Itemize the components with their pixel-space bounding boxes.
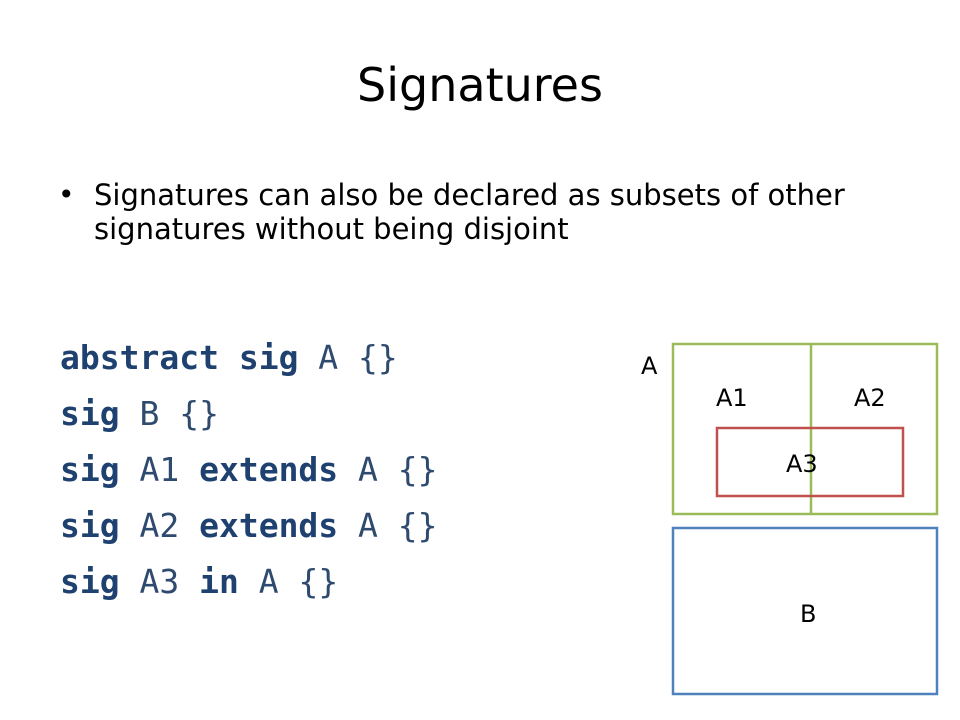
code-keyword: extends bbox=[199, 506, 339, 545]
code-line: abstract sig A {} bbox=[60, 330, 438, 386]
sig-a3-box bbox=[715, 426, 905, 498]
label-b: B bbox=[800, 600, 816, 628]
bullet-item: • Signatures can also be declared as sub… bbox=[58, 178, 908, 246]
bullet-text: Signatures can also be declared as subse… bbox=[94, 178, 845, 246]
code-keyword: in bbox=[199, 562, 239, 601]
code-keyword: sig bbox=[60, 450, 120, 489]
label-a: A bbox=[641, 352, 658, 380]
label-a2: A2 bbox=[854, 384, 886, 412]
sig-b-box bbox=[671, 526, 939, 696]
code-keyword: sig bbox=[60, 562, 120, 601]
code-token bbox=[219, 338, 239, 377]
code-keyword: sig bbox=[60, 506, 120, 545]
code-token: A {} bbox=[238, 562, 339, 601]
code-line: sig A1 extends A {} bbox=[60, 442, 438, 498]
slide-title: Signatures bbox=[357, 58, 603, 112]
code-token: A2 bbox=[119, 506, 200, 545]
code-block: abstract sig A {}sig B {}sig A1 extends … bbox=[60, 330, 438, 610]
sig-a-box bbox=[671, 342, 939, 516]
code-token: A {} bbox=[338, 450, 438, 489]
code-keyword: extends bbox=[199, 450, 339, 489]
label-a3: A3 bbox=[786, 450, 818, 478]
code-token: B {} bbox=[119, 394, 219, 433]
code-token: A {} bbox=[298, 338, 398, 377]
code-keyword: sig bbox=[60, 394, 120, 433]
code-line: sig A3 in A {} bbox=[60, 554, 438, 610]
code-line: sig B {} bbox=[60, 386, 438, 442]
code-token: A1 bbox=[119, 450, 200, 489]
code-token: A3 bbox=[119, 562, 200, 601]
code-keyword: sig bbox=[238, 338, 299, 377]
code-token: A {} bbox=[338, 506, 438, 545]
label-a1: A1 bbox=[716, 384, 748, 412]
bullet-dot-icon: • bbox=[58, 178, 75, 211]
code-line: sig A2 extends A {} bbox=[60, 498, 438, 554]
code-keyword: abstract bbox=[60, 338, 219, 377]
